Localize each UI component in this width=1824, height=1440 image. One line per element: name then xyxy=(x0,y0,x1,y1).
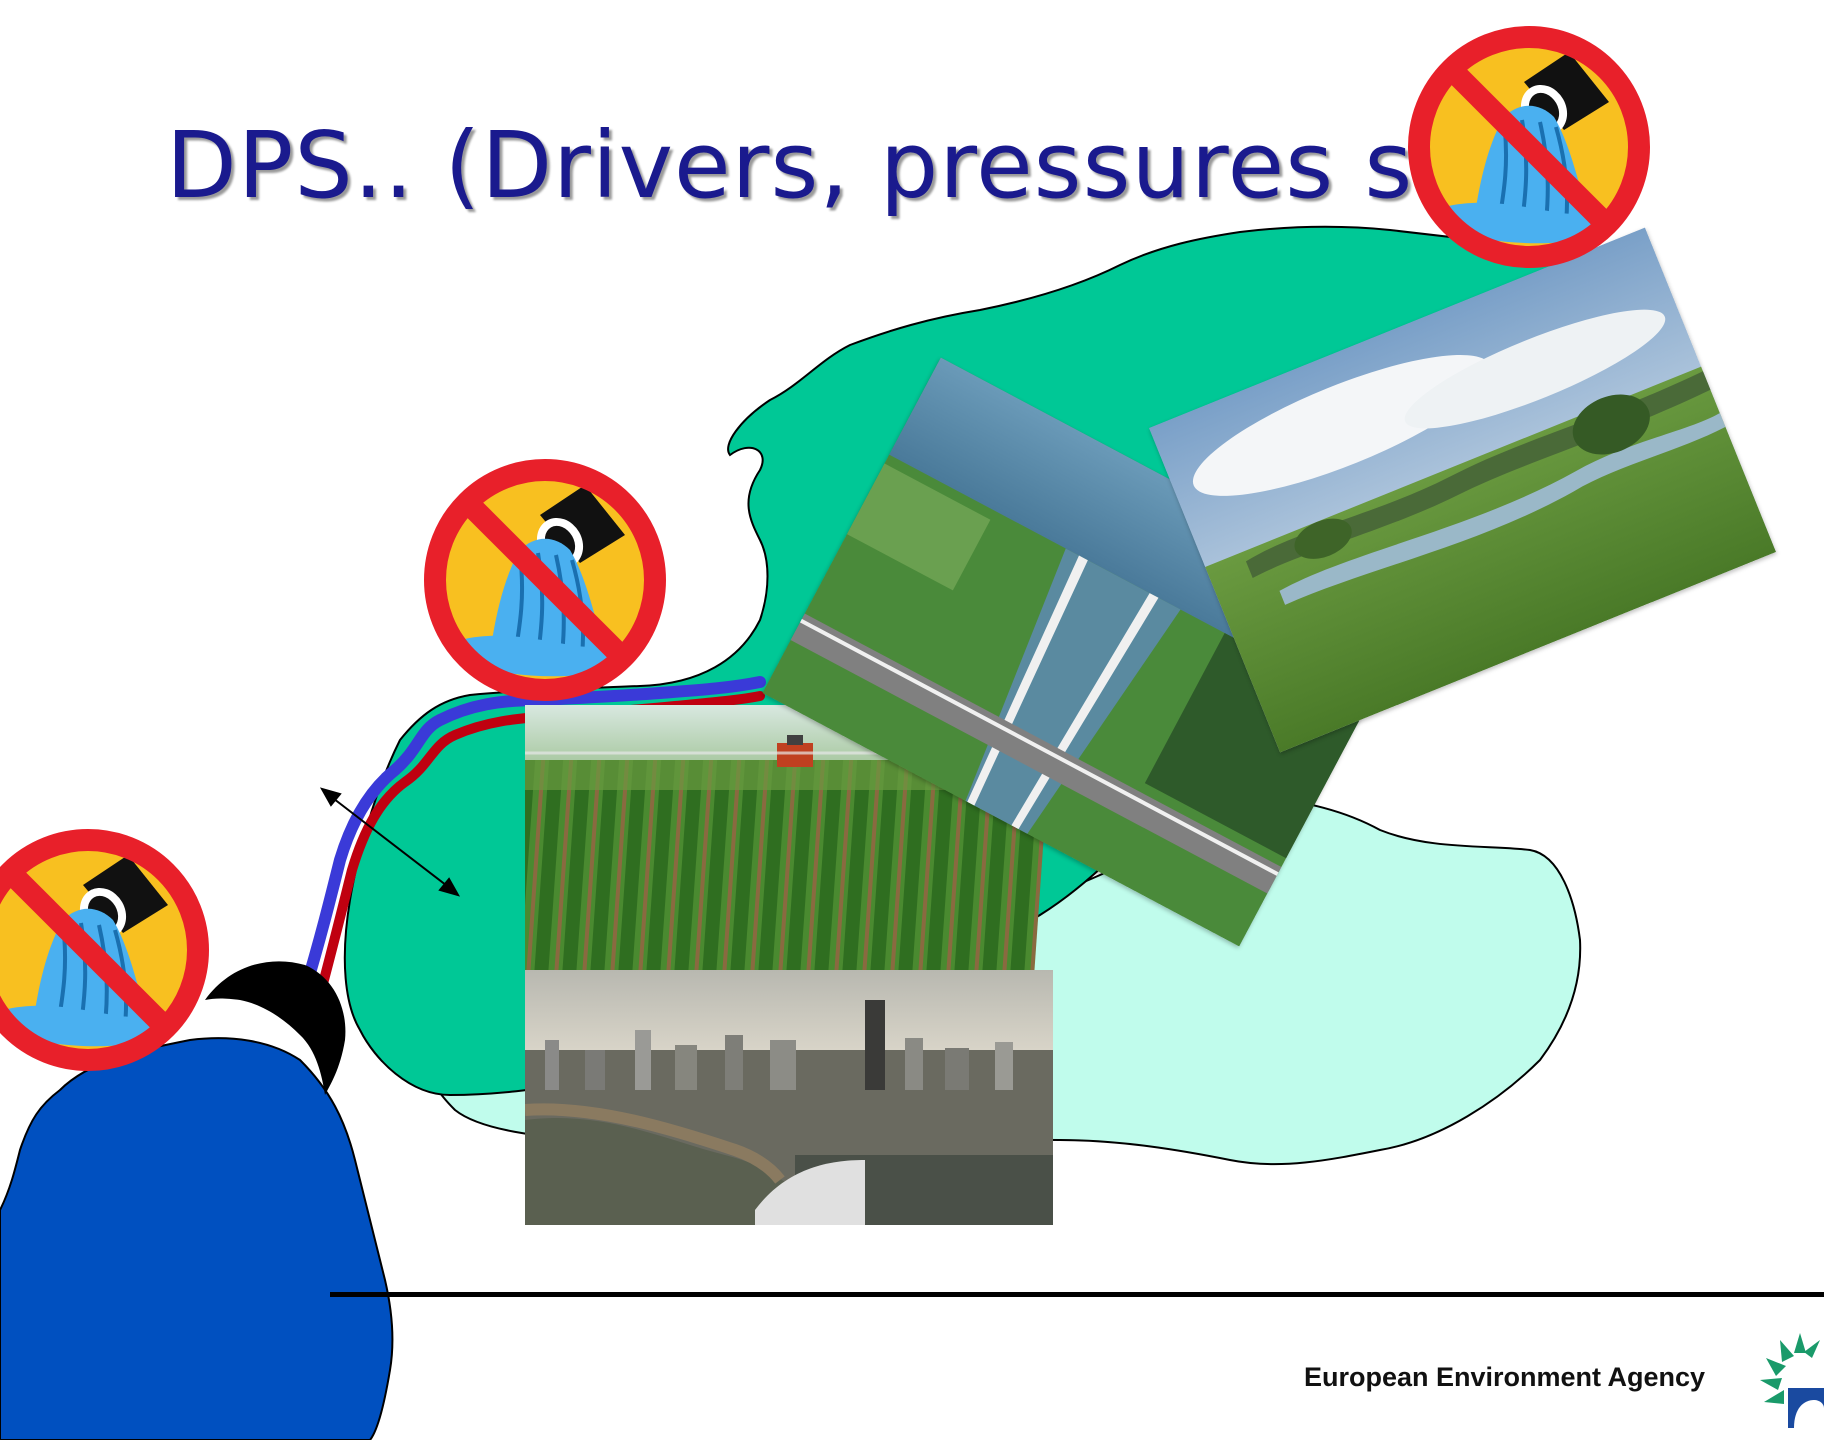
floodplain-photo xyxy=(1148,227,1777,753)
no-discharge-icon xyxy=(1408,26,1650,268)
agency-name: European Environment Agency xyxy=(1304,1362,1706,1392)
no-discharge-icon xyxy=(424,459,666,701)
ship-lock-photo xyxy=(762,357,1418,947)
sea-shape xyxy=(0,1037,394,1440)
double-arrow-icon xyxy=(319,787,461,897)
river-blue-line xyxy=(299,676,766,996)
estuary-shape xyxy=(205,961,346,1095)
city-photo xyxy=(525,970,1053,1225)
footer-rule xyxy=(330,1292,1824,1297)
eea-logo-icon xyxy=(1760,1333,1824,1428)
no-discharge-icon xyxy=(0,829,209,1071)
slide-title: DPS.. (Drivers, pressures st xyxy=(166,112,1451,219)
